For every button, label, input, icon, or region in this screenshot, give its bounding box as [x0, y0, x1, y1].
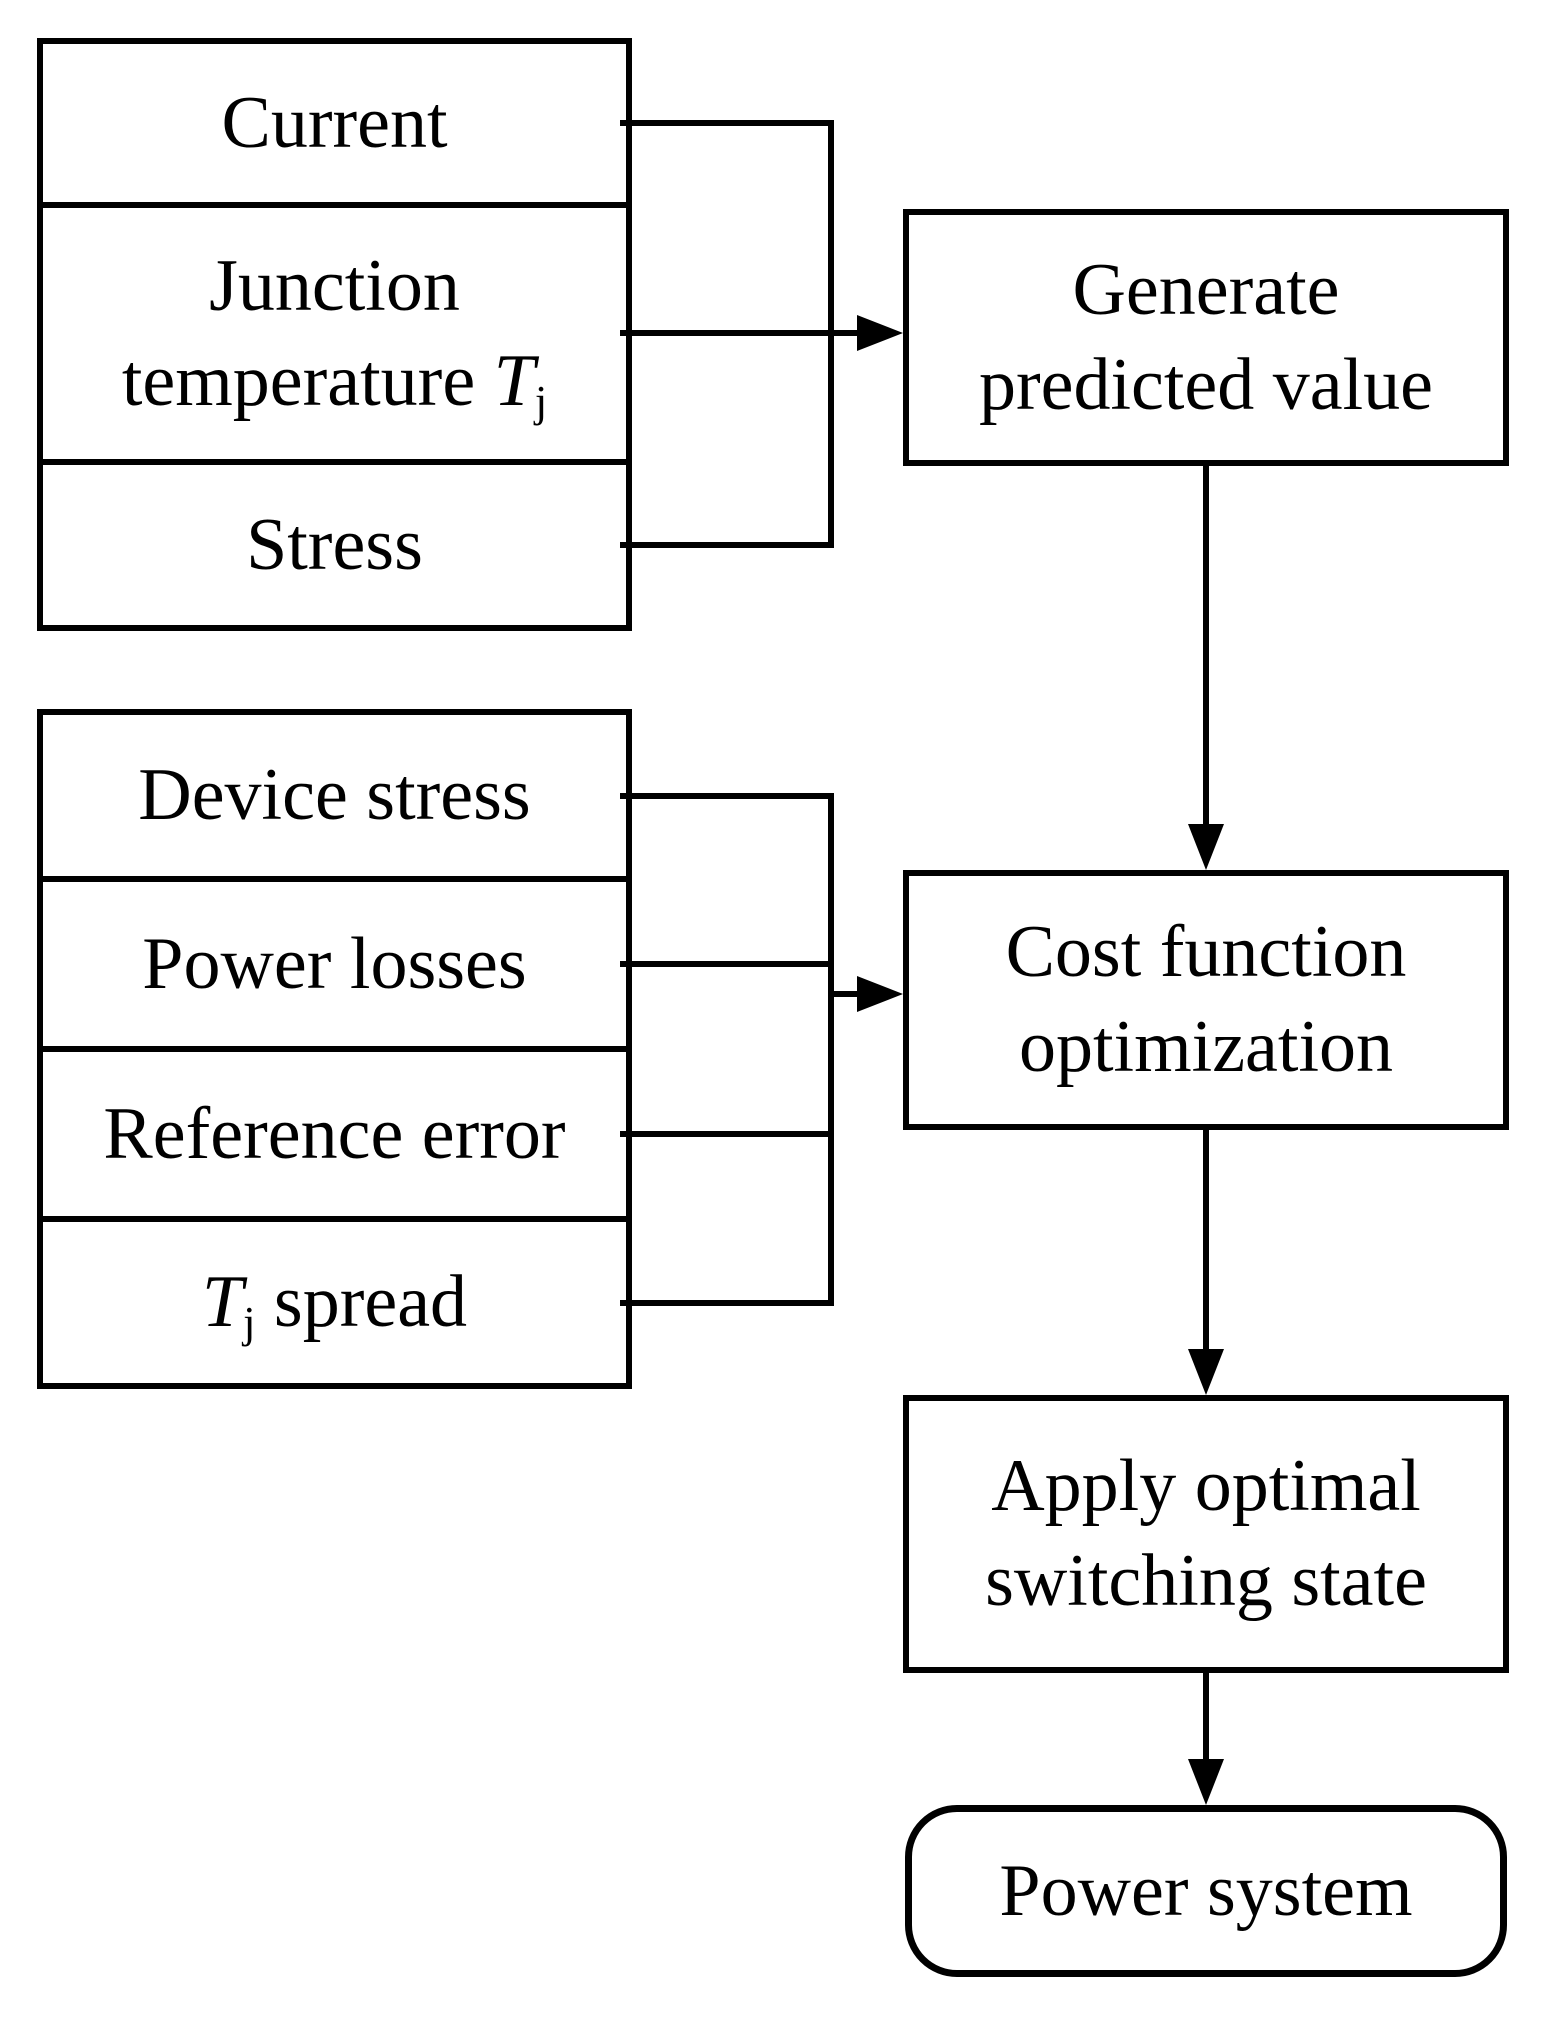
input-group-top: Current Junction temperature Tj Stress — [37, 38, 632, 631]
generate-line2: predicted value — [978, 343, 1434, 426]
arrow-line-to-cost — [828, 991, 860, 997]
input-row-power-losses: Power losses — [43, 876, 626, 1046]
connector-stress-line — [620, 542, 834, 548]
input-row-junction-temperature-label: Junction temperature Tj — [43, 239, 626, 428]
terminal-box-power-system: Power system — [905, 1805, 1507, 1977]
connector-reference-error-line — [620, 1131, 834, 1137]
input-row-reference-error-label: Reference error — [103, 1092, 566, 1175]
input-row-stress-label: Stress — [246, 503, 423, 586]
input-row-tj-spread: Tj spread — [43, 1216, 626, 1383]
cost-line1: Cost function — [1005, 911, 1407, 994]
input-row-device-stress-label: Device stress — [138, 754, 531, 837]
connector-current-line — [620, 120, 834, 126]
tj-subscript: j — [534, 375, 548, 426]
arrow-line-cost-to-apply — [1203, 1130, 1209, 1352]
input-row-reference-error: Reference error — [43, 1046, 626, 1216]
arrowhead-to-generate — [857, 315, 903, 351]
tj-spread-symbol: T — [201, 1261, 244, 1344]
tj-symbol: T — [493, 339, 535, 422]
arrow-line-apply-to-power — [1203, 1673, 1209, 1761]
cost-line2: optimization — [1018, 1006, 1394, 1088]
apply-line2: switching state — [985, 1540, 1427, 1622]
arrow-line-generate-to-cost — [1203, 466, 1209, 828]
arrow-line-to-generate — [620, 330, 860, 336]
process-box-generate-label: Generate predicted value — [979, 243, 1433, 432]
tj-spread-text: spread — [255, 1261, 468, 1344]
terminal-box-power-system-label: Power system — [999, 1849, 1413, 1932]
arrowhead-generate-to-cost — [1188, 824, 1224, 870]
apply-line1: Apply optimal — [991, 1445, 1421, 1528]
input-row-power-losses-label: Power losses — [142, 922, 527, 1005]
input-row-current: Current — [43, 44, 626, 202]
arrowhead-apply-to-power — [1188, 1759, 1224, 1805]
input-row-stress: Stress — [43, 459, 626, 625]
input-group-bottom: Device stress Power losses Reference err… — [37, 709, 632, 1389]
process-box-generate: Generate predicted value — [903, 209, 1509, 466]
input-row-junction-temperature: Junction temperature Tj — [43, 202, 626, 459]
connector-device-stress-line — [620, 793, 834, 799]
arrowhead-cost-to-apply — [1188, 1349, 1224, 1395]
tj-spread-subscript: j — [243, 1297, 256, 1348]
input-row-device-stress: Device stress — [43, 715, 626, 876]
connector-tj-spread-line — [620, 1300, 834, 1306]
generate-line1: Generate — [1072, 248, 1340, 331]
junction-temperature-text: Junction temperature — [121, 244, 494, 422]
input-row-tj-spread-label: Tj spread — [202, 1255, 467, 1350]
bus-bottom-line — [828, 793, 834, 1306]
connector-power-losses-line — [620, 961, 834, 967]
arrowhead-to-cost — [857, 976, 903, 1012]
input-row-current-label: Current — [221, 81, 448, 164]
process-box-apply-label: Apply optimal switching state — [985, 1439, 1427, 1628]
process-box-apply: Apply optimal switching state — [903, 1395, 1509, 1673]
process-box-cost: Cost function optimization — [903, 870, 1509, 1130]
process-box-cost-label: Cost function optimization — [1006, 905, 1407, 1094]
